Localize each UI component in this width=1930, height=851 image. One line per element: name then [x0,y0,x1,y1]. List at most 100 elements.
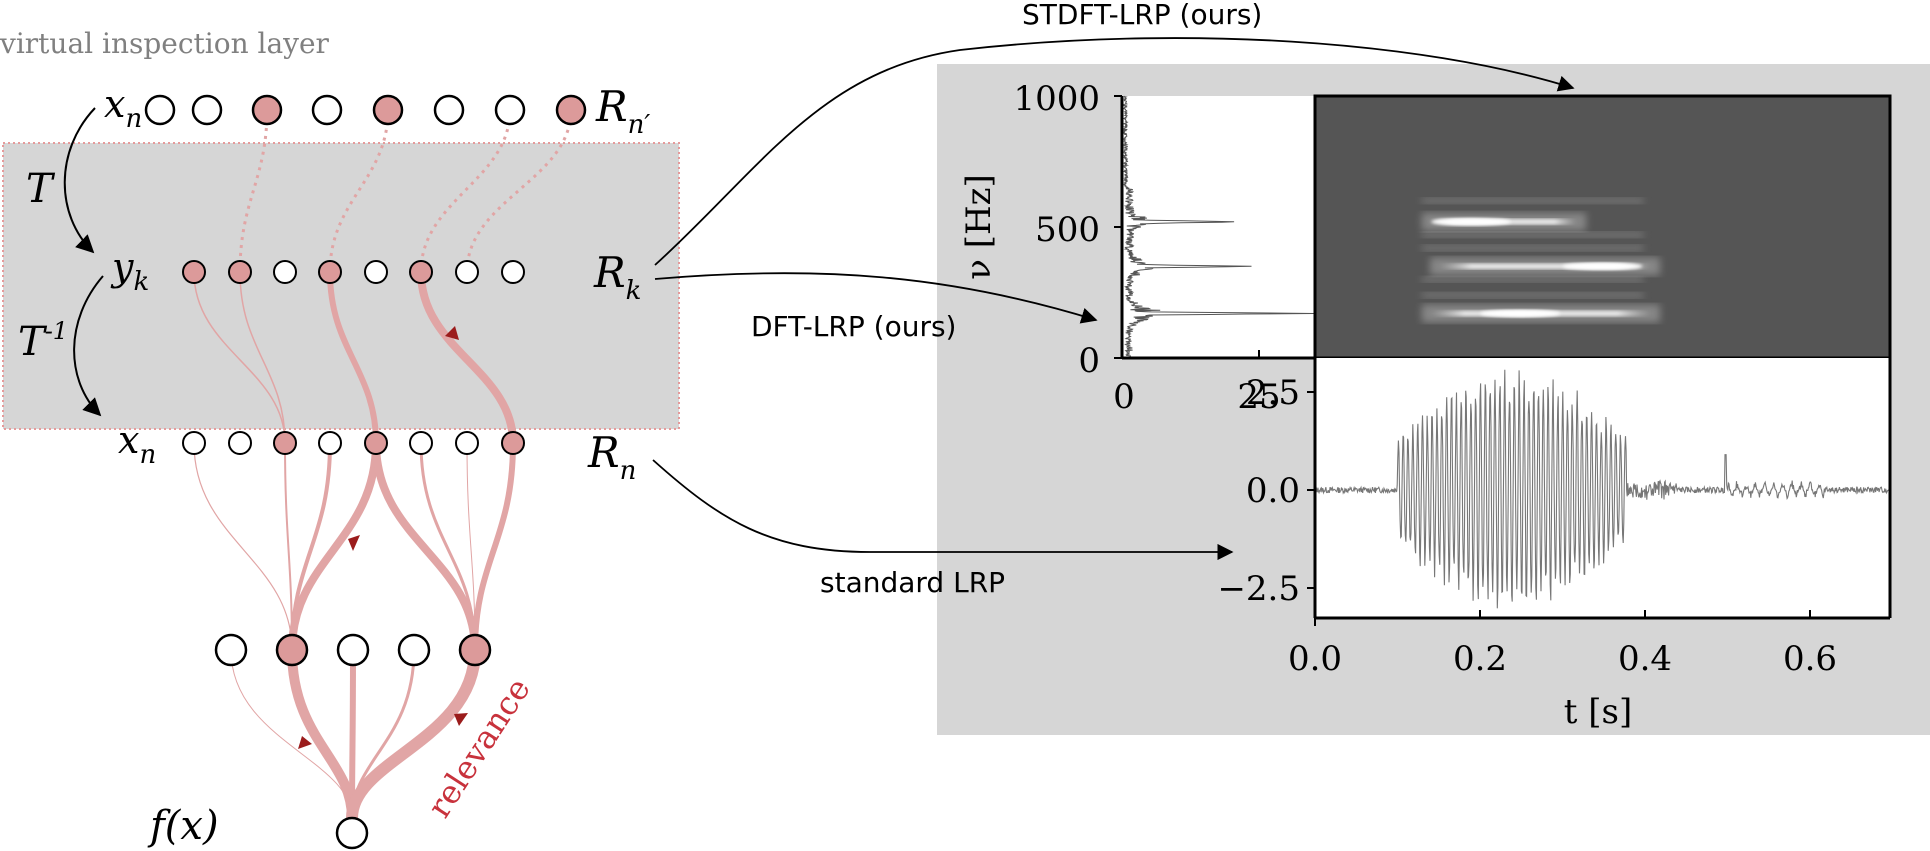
neuron-node [251,94,283,126]
neuron-node [182,260,206,284]
lower-relevance-edges [193,439,516,824]
spectrum-y-label: ν [Hz] [959,174,999,280]
neuron-node [318,431,342,455]
neuron-node [275,633,309,667]
spectrogram-harmonic [1421,197,1644,204]
relevance-edge [284,442,293,651]
output-label: f(x) [147,803,219,849]
neuron-node [458,633,492,667]
spectrogram-bands [1421,197,1660,323]
relevance-edge [193,442,293,651]
y-tick: 0 [1078,341,1100,381]
spectrogram-harmonic [1421,244,1644,251]
x-top-label: xn [104,82,142,134]
x-tick: 0.6 [1783,639,1837,679]
waveform-x-ticks: 0.0 0.2 0.4 0.6 [1288,639,1837,679]
neuron-node [228,260,252,284]
spectrum-series [1121,95,1315,359]
neuron-node [228,431,252,455]
neuron-node [364,260,388,284]
dotted-edge [419,109,512,273]
y-tick: 0.0 [1246,471,1300,511]
relevance-edge [193,271,286,444]
neuron-node [214,633,248,667]
standard-annotation: standard LRP [820,566,1005,599]
neuron-node [409,431,433,455]
dotted-edges [238,109,573,273]
transformed-layer [182,260,525,284]
neuron-node [433,94,465,126]
standard-connector [652,459,1234,561]
dft-annotation: DFT-LRP (ours) [751,310,956,343]
x-tick: 0.2 [1453,639,1507,679]
stdft-annotation: STDFT-LRP (ours) [1022,0,1262,31]
waveform-tick-marks [1307,391,1811,626]
neuron-node [372,94,404,126]
spectrogram-band [1440,263,1650,270]
x-tick: 0.4 [1618,639,1672,679]
neuron-node [364,431,388,455]
relevance-edge [417,268,517,447]
r-n-label: Rn [587,428,636,486]
relevance-edge [288,439,380,654]
relevance-edge [349,647,356,821]
x-bottom-label: xn [118,418,156,470]
spectrum-x-ticks: 0 25 [1113,377,1280,417]
diagram-title: virtual inspection layer [0,27,330,60]
t-arrow [63,107,96,254]
spectrogram-panel [1313,94,1892,360]
input-layer-top [144,94,587,126]
waveform-panel: 2.5 0.0 −2.5 0.0 0.2 0.4 0.6 t [s] [1217,358,1892,732]
spectrum-background [1122,96,1315,358]
neuron-node [144,94,176,126]
relevance-flow-arrows [298,326,468,749]
stdft-connector [654,37,1575,266]
neuron-node [311,94,343,126]
relevance-edges [193,268,517,447]
neuron-node [409,260,433,284]
x-tick: 0.0 [1288,639,1342,679]
hidden-layer [214,633,492,667]
inspection-layer-box [2,142,680,430]
spectrum-panel: 1000 500 0 0 25 ν [Hz] [959,79,1315,417]
spectrum-y-ticks: 1000 500 0 [1013,79,1100,381]
relevance-edge [287,645,357,823]
relevance-edge [419,441,477,652]
t-inverse-arrow [73,275,104,417]
t-label: T [26,166,56,212]
neuron-node [555,94,587,126]
neuron-node [494,94,526,126]
neuron-node [336,633,370,667]
spectrogram-harmonic [1421,231,1644,238]
relevance-edge [372,439,479,654]
y-tick: 2.5 [1246,373,1300,413]
waveform-series [1314,369,1890,609]
spectrogram-peak [1431,217,1512,226]
spectrogram-peak [1562,262,1643,271]
y-label: yk [110,245,149,297]
input-layer-bottom [182,431,525,455]
output-node [335,816,369,850]
dft-connector [654,272,1098,324]
dotted-edge [465,109,573,273]
neuron-node [501,431,525,455]
x-tick: 0 [1113,377,1135,417]
neuron-node [397,633,431,667]
spectrum-tick-marks [1114,95,1260,359]
x-tick: 25 [1237,377,1280,417]
arrow-icon [445,326,459,340]
arrow-icon [298,736,312,749]
dotted-edge [328,109,390,273]
arrow-icon [454,713,468,726]
neuron-node [455,431,479,455]
neuron-node [191,94,223,126]
t-inverse-label: T-1 [18,317,68,365]
relevance-label: relevance [420,671,538,824]
spectrogram-harmonic [1421,276,1644,283]
spectrogram-harmonic [1421,292,1644,299]
layer-labels: xn Rn′ T yk Rk T-1 xn Rn f(x) [18,82,650,849]
neuron-node [273,431,297,455]
r-top-label: Rn′ [595,82,650,140]
